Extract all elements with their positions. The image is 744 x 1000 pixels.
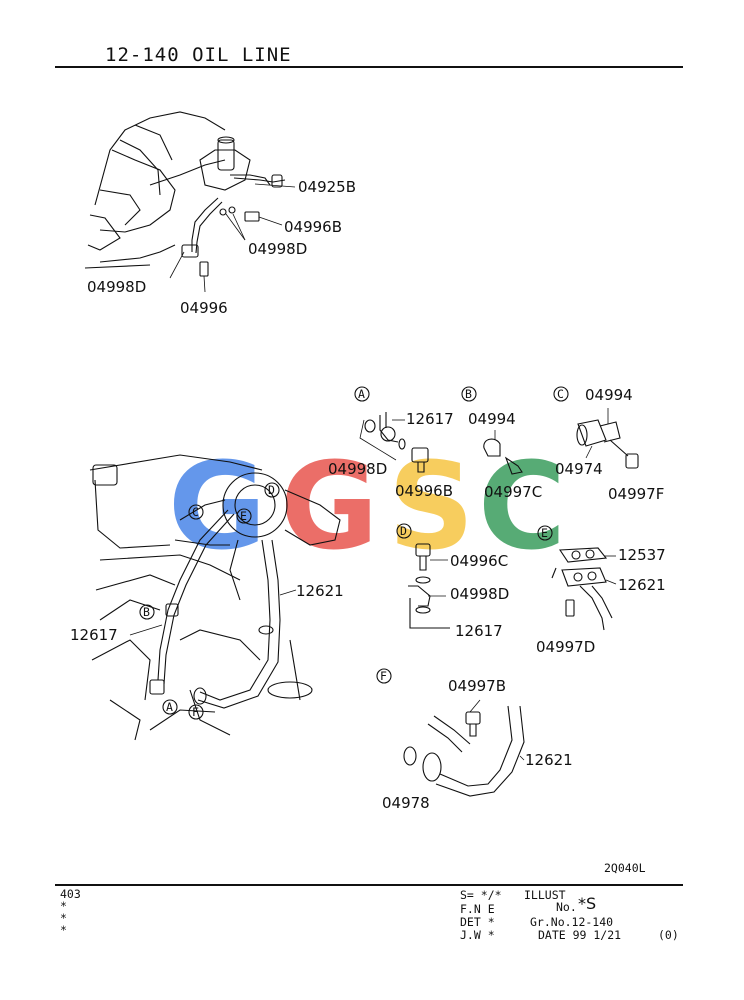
svg-text:B: B xyxy=(143,605,150,619)
label-04994-b: 04994 xyxy=(468,410,516,428)
label-04998d-a: 04998D xyxy=(328,460,387,478)
svg-text:D: D xyxy=(400,524,407,538)
svg-text:B: B xyxy=(465,387,472,401)
main-marker-e: E xyxy=(236,508,252,524)
drawing-code: 2Q040L xyxy=(604,861,646,875)
watermark-letter-g2: G xyxy=(280,438,379,577)
label-04996: 04996 xyxy=(180,299,228,317)
label-04996c: 04996C xyxy=(450,552,508,570)
svg-text:F: F xyxy=(192,705,199,719)
page-title: 12-140 OIL LINE xyxy=(105,44,292,66)
detail-b-sketch xyxy=(483,430,523,475)
footer-gr-no: Gr.No.12-140 xyxy=(530,915,613,929)
detail-f-sketch xyxy=(403,699,525,797)
svg-text:A: A xyxy=(358,387,365,401)
svg-text:E: E xyxy=(240,509,247,523)
footer-s-line: S= */* xyxy=(460,888,502,902)
top-engine-sketch xyxy=(84,111,296,293)
footer-fne: F.N E xyxy=(460,902,495,916)
footer-star-1: * xyxy=(60,899,67,913)
main-marker-d: D xyxy=(264,482,280,498)
label-12621-e: 12621 xyxy=(618,576,666,594)
footer-rev: (0) xyxy=(658,928,679,942)
label-12617-main: 12617 xyxy=(70,626,118,644)
detail-e-marker: E xyxy=(537,525,553,541)
footer-det: DET * xyxy=(460,915,495,929)
watermark-letter-s: S xyxy=(388,438,474,577)
label-04997b: 04997B xyxy=(448,677,506,695)
detail-a-sketch xyxy=(359,412,429,473)
detail-b-marker: B xyxy=(461,386,477,402)
svg-text:C: C xyxy=(557,387,564,401)
header-rule xyxy=(55,66,683,68)
detail-f-marker: F xyxy=(376,668,392,684)
svg-text:F: F xyxy=(380,669,387,683)
svg-text:C: C xyxy=(192,505,199,519)
detail-d-marker: D xyxy=(396,523,412,539)
label-12617-d: 12617 xyxy=(455,622,503,640)
main-marker-a: A xyxy=(162,699,178,715)
label-04925b: 04925B xyxy=(298,178,356,196)
footer-star-2: * xyxy=(60,911,67,925)
label-04997f: 04997F xyxy=(608,485,664,503)
footer-date: DATE 99 1/21 xyxy=(538,928,621,942)
label-04998d-d: 04998D xyxy=(450,585,509,603)
detail-c-sketch xyxy=(576,408,639,469)
svg-text:A: A xyxy=(166,700,173,714)
label-04974: 04974 xyxy=(555,460,603,478)
main-marker-f: F xyxy=(188,704,204,720)
watermark-letter-g1: G xyxy=(168,438,267,577)
label-04996b-top: 04996B xyxy=(284,218,342,236)
label-04997c: 04997C xyxy=(484,483,542,501)
label-12537: 12537 xyxy=(618,546,666,564)
footer-rule xyxy=(55,884,683,886)
label-04996b-a: 04996B xyxy=(395,482,453,500)
svg-text:D: D xyxy=(268,483,275,497)
svg-text:E: E xyxy=(541,526,548,540)
label-04978: 04978 xyxy=(382,794,430,812)
footer-jw: J.W * xyxy=(460,928,495,942)
label-12617-a: 12617 xyxy=(406,410,454,428)
label-04998d-left: 04998D xyxy=(87,278,146,296)
gsc-watermark: G G S C xyxy=(168,438,566,577)
detail-a-marker: A xyxy=(354,386,370,402)
main-marker-b: B xyxy=(139,604,155,620)
label-12621-main: 12621 xyxy=(296,582,344,600)
label-04997d: 04997D xyxy=(536,638,595,656)
main-marker-c: C xyxy=(188,504,204,520)
label-04998d-top: 04998D xyxy=(248,240,307,258)
detail-d-sketch xyxy=(408,543,450,629)
detail-c-marker: C xyxy=(553,386,569,402)
label-12621-f: 12621 xyxy=(525,751,573,769)
label-04994-c: 04994 xyxy=(585,386,633,404)
footer-illust-no: *S xyxy=(578,894,596,913)
detail-e-sketch xyxy=(551,547,617,631)
footer-code-403: 403 xyxy=(60,887,81,901)
footer-illust: ILLUST xyxy=(524,888,566,902)
footer-no: No. xyxy=(556,900,577,914)
footer-star-3: * xyxy=(60,923,67,937)
watermark-letter-c: C xyxy=(478,438,566,577)
